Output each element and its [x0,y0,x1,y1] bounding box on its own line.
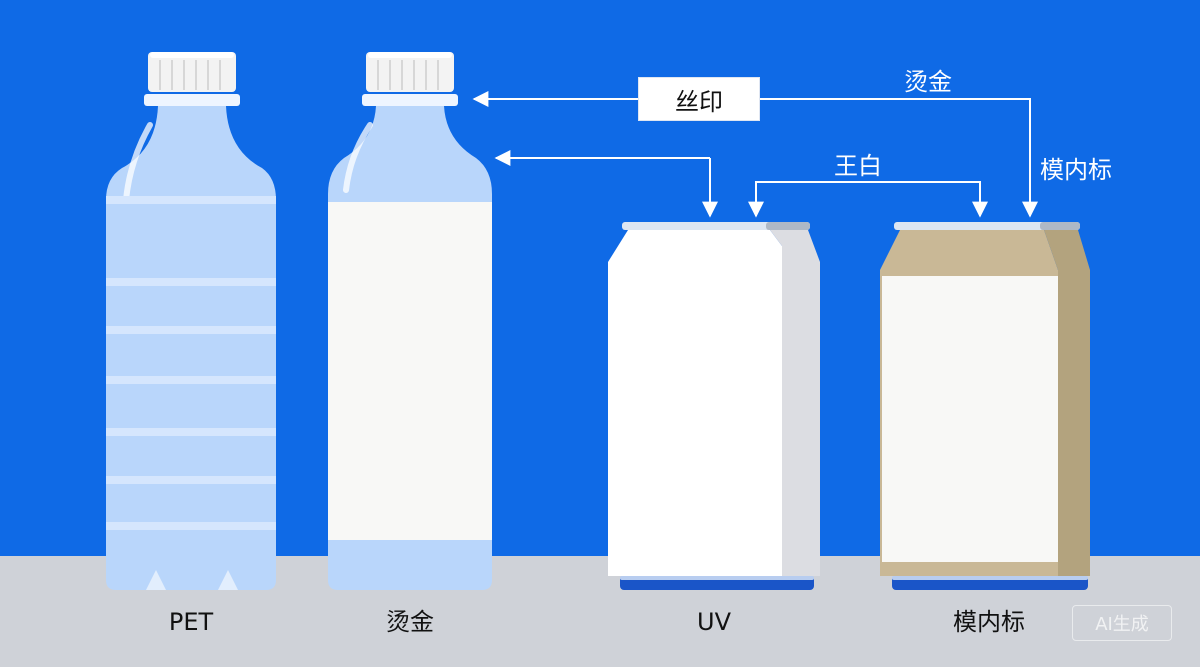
connector-arrows [472,91,1038,218]
white-annotation: 王白 [834,152,882,180]
white-can [608,222,820,590]
labeled-bottle [328,52,492,590]
item-label-uv: UV [697,608,731,636]
silk-print-tag: 丝印 [638,77,760,121]
item-label-pet: PET [168,608,214,636]
ai-generated-watermark: AI生成 [1072,605,1172,641]
item-label-in-mold: 模内标 [953,608,1025,636]
in-mold-annotation: 模内标 [1040,156,1112,184]
item-label-hot-stamp: 烫金 [386,608,434,636]
tinted-can [880,222,1090,590]
pet-bottle [106,52,276,590]
hot-stamp-annotation: 烫金 [904,68,952,96]
bottle-label-sleeve [328,202,492,540]
can-label-panel [882,276,1058,562]
